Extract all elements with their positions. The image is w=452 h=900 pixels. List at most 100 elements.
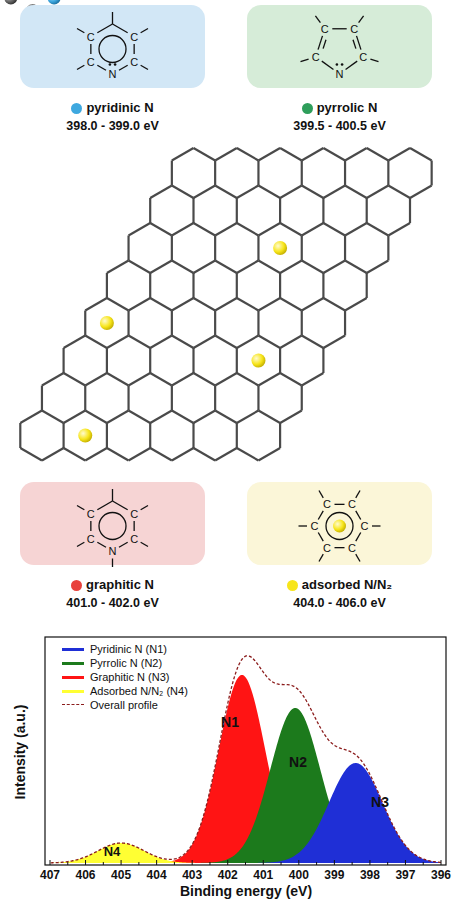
adsorbed-atom — [333, 520, 346, 533]
chem-bond — [97, 542, 106, 547]
atom-symbol: N — [336, 69, 344, 80]
carbon-bond — [280, 411, 302, 424]
chem-bond — [318, 511, 323, 520]
carbon-bond — [237, 261, 259, 274]
carbon-bond — [192, 348, 194, 373]
chem-bond — [77, 506, 84, 510]
lone-pair — [114, 63, 117, 66]
chem-bond — [356, 532, 361, 541]
carbon-bond — [150, 448, 172, 461]
xps-plot — [45, 637, 446, 865]
carbon-bond — [258, 186, 280, 199]
atom-symbol: C — [361, 521, 369, 532]
carbon-bond — [236, 348, 238, 373]
peak-label: N4 — [104, 845, 121, 858]
atom-symbol: C — [87, 533, 95, 544]
axis-tick — [263, 860, 264, 865]
legend-text: Adsorbed N/N₂ (N4) — [90, 685, 188, 698]
adsorbed-atom — [100, 316, 114, 330]
carbon-bond — [258, 223, 280, 236]
axis-tick — [281, 862, 282, 865]
axis-tick — [156, 860, 157, 865]
binding-energy-range: 401.0 - 402.0 eV — [66, 595, 158, 611]
fitted-peak — [50, 708, 441, 863]
carbon-bond — [302, 223, 324, 236]
aromatic-ring — [99, 36, 126, 63]
axis-tick — [85, 860, 86, 865]
chem-bond — [141, 542, 148, 546]
carbon-bond — [127, 236, 129, 261]
chem-bond — [113, 24, 128, 33]
carbon-bond — [194, 298, 216, 311]
carbon-bond — [301, 386, 303, 411]
carbon-bond — [85, 336, 107, 349]
carbon-bond — [367, 223, 389, 236]
carbon-bond — [20, 448, 42, 461]
carbon-bond — [64, 373, 86, 386]
graphene-lattice — [0, 0, 432, 461]
carbon-bond — [171, 386, 173, 411]
peak-label: N3 — [371, 795, 389, 809]
tick-label: 407 — [40, 869, 60, 881]
chem-bond — [141, 65, 148, 69]
chem-bond — [353, 40, 356, 49]
tick-label: 406 — [76, 869, 96, 881]
axis-title: Binding energy (eV) — [180, 884, 312, 898]
carbon-bond — [172, 148, 194, 161]
carbon-bond — [257, 236, 259, 261]
carbon-bond — [258, 448, 280, 461]
carbon-bond — [345, 223, 367, 236]
carbon-bond — [214, 386, 216, 411]
carbon-bond — [257, 386, 259, 411]
chem-bond — [77, 29, 84, 33]
chem-bond — [90, 521, 91, 531]
nitrogen-type: pyrrolic N — [317, 100, 378, 116]
carbon-bond — [194, 223, 216, 236]
tick-label: 399 — [324, 869, 344, 881]
carbon-bond — [237, 336, 259, 349]
chem-bond — [77, 542, 84, 546]
chem-bond — [90, 44, 91, 54]
carbon-bond — [322, 348, 324, 373]
carbon-bond — [388, 186, 410, 199]
carbon-bond — [215, 223, 237, 236]
overall-profile — [50, 656, 441, 863]
lone-pair — [336, 63, 339, 66]
carbon-bond — [129, 223, 151, 236]
carbon-bond — [215, 336, 237, 349]
axis-tick — [174, 862, 175, 865]
carbon-bond — [323, 261, 345, 274]
carbon-bond — [237, 411, 259, 424]
carbon-bond — [236, 423, 238, 448]
legend-swatch — [62, 662, 84, 665]
axis-tick — [138, 862, 139, 865]
legend-swatch — [62, 676, 84, 679]
carbon-bond — [215, 148, 237, 161]
carbon-bond — [366, 198, 368, 223]
peak-label: N2 — [289, 755, 307, 769]
chem-bond — [112, 489, 113, 501]
carbon-bond — [215, 411, 237, 424]
binding-energy-range: 404.0 - 406.0 eV — [293, 595, 385, 611]
chem-bond — [299, 525, 308, 526]
axis-tick — [103, 862, 104, 865]
carbon-bond — [280, 148, 302, 161]
carbon-bond — [215, 261, 237, 274]
carbon-bond — [150, 223, 172, 236]
carbon-bond — [150, 373, 172, 386]
binding-energy-range: 399.5 - 400.5 eV — [293, 118, 385, 134]
chem-bond — [113, 501, 128, 510]
carbon-bond — [280, 223, 302, 236]
chem-bond — [356, 490, 360, 497]
axis-title: Intensity (a.u.) — [13, 705, 27, 800]
carbon-bond — [387, 236, 389, 261]
axis-tick — [387, 862, 388, 865]
structure-box: CCCCCCadsorbed N/N₂404.0 - 406.0 eV — [247, 482, 432, 565]
axis-tick — [405, 860, 406, 865]
carbon-bond — [215, 186, 237, 199]
chem-bond — [141, 29, 148, 33]
legend-dashed-line — [62, 704, 84, 705]
carbon-bond — [280, 186, 302, 199]
nitrogen-type: graphitic N — [86, 577, 154, 593]
carbon-bond — [323, 336, 345, 349]
